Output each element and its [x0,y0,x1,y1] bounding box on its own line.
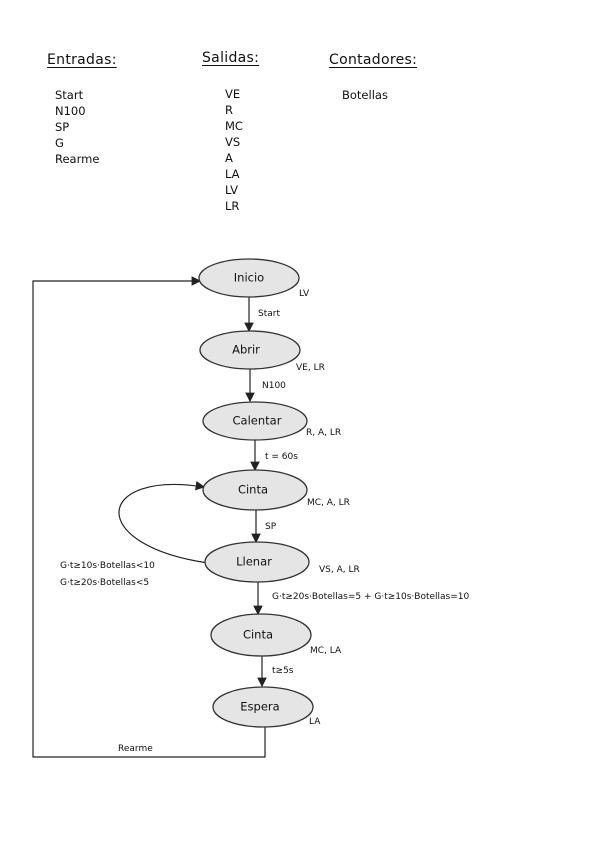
state-llenar-label: Llenar [236,555,272,569]
state-abrir-outputs: VE, LR [296,363,325,373]
transition-fill-done-label: G·t≥20s·Botellas=5 + G·t≥10s·Botellas=10 [272,592,470,602]
transition-t5-label: t≥5s [272,666,294,676]
contadores-item: Botellas [342,88,388,102]
contadores-title: Contadores: [329,52,418,68]
state-inicio: Inicio [198,258,300,298]
salidas-item: A [225,151,233,165]
salidas-item: LR [225,199,240,213]
edge-llenar-cinta-loop [118,480,209,564]
state-inicio-outputs: LV [299,289,310,299]
state-cinta-1-label: Cinta [238,483,268,497]
state-calentar: Calentar [202,401,308,441]
transition-rearme-label: Rearme [118,744,153,754]
entradas-item: Rearme [55,152,100,166]
salidas-title: Salidas: [202,50,260,66]
transition-sp-label: SP [265,522,277,532]
entradas-title: Entradas: [47,52,117,68]
entradas-item: Start [55,88,84,102]
edge-espera-inicio [32,276,266,758]
entradas-item: G [55,136,64,150]
state-cinta-2: Cinta [210,613,312,657]
state-calentar-label: Calentar [233,414,282,428]
entradas-item: N100 [55,104,86,118]
state-espera-outputs: LA [309,717,321,727]
state-cinta-1-outputs: MC, A, LR [307,498,350,508]
salidas-item: VS [225,135,241,149]
entradas-item: SP [55,120,70,134]
state-abrir-label: Abrir [232,343,260,357]
state-cinta-2-label: Cinta [243,628,273,642]
transition-fill-loop-2-label: G·t≥20s·Botellas<5 [60,578,149,588]
salidas-item: LA [225,167,240,181]
salidas-item: R [225,103,233,117]
state-llenar-outputs: VS, A, LR [319,565,360,575]
state-cinta-1: Cinta [202,469,308,511]
salidas-item: VE [225,87,241,101]
state-inicio-label: Inicio [234,271,264,285]
state-calentar-outputs: R, A, LR [306,428,341,438]
salidas-list: VE R MC VS A LA LV LR [225,86,243,214]
salidas-item: LV [225,183,239,197]
state-llenar: Llenar [204,541,310,583]
transition-t60-label: t = 60s [265,452,298,462]
transition-fill-loop-1-label: G·t≥10s·Botellas<10 [60,561,155,571]
transition-start-label: Start [258,309,280,319]
state-espera: Espera [212,686,314,728]
contadores-list: Botellas [342,87,388,103]
transition-n100-label: N100 [262,381,286,391]
state-cinta-2-outputs: MC, LA [310,646,342,656]
state-espera-label: Espera [240,700,279,714]
salidas-item: MC [225,119,243,133]
state-abrir: Abrir [199,330,301,370]
